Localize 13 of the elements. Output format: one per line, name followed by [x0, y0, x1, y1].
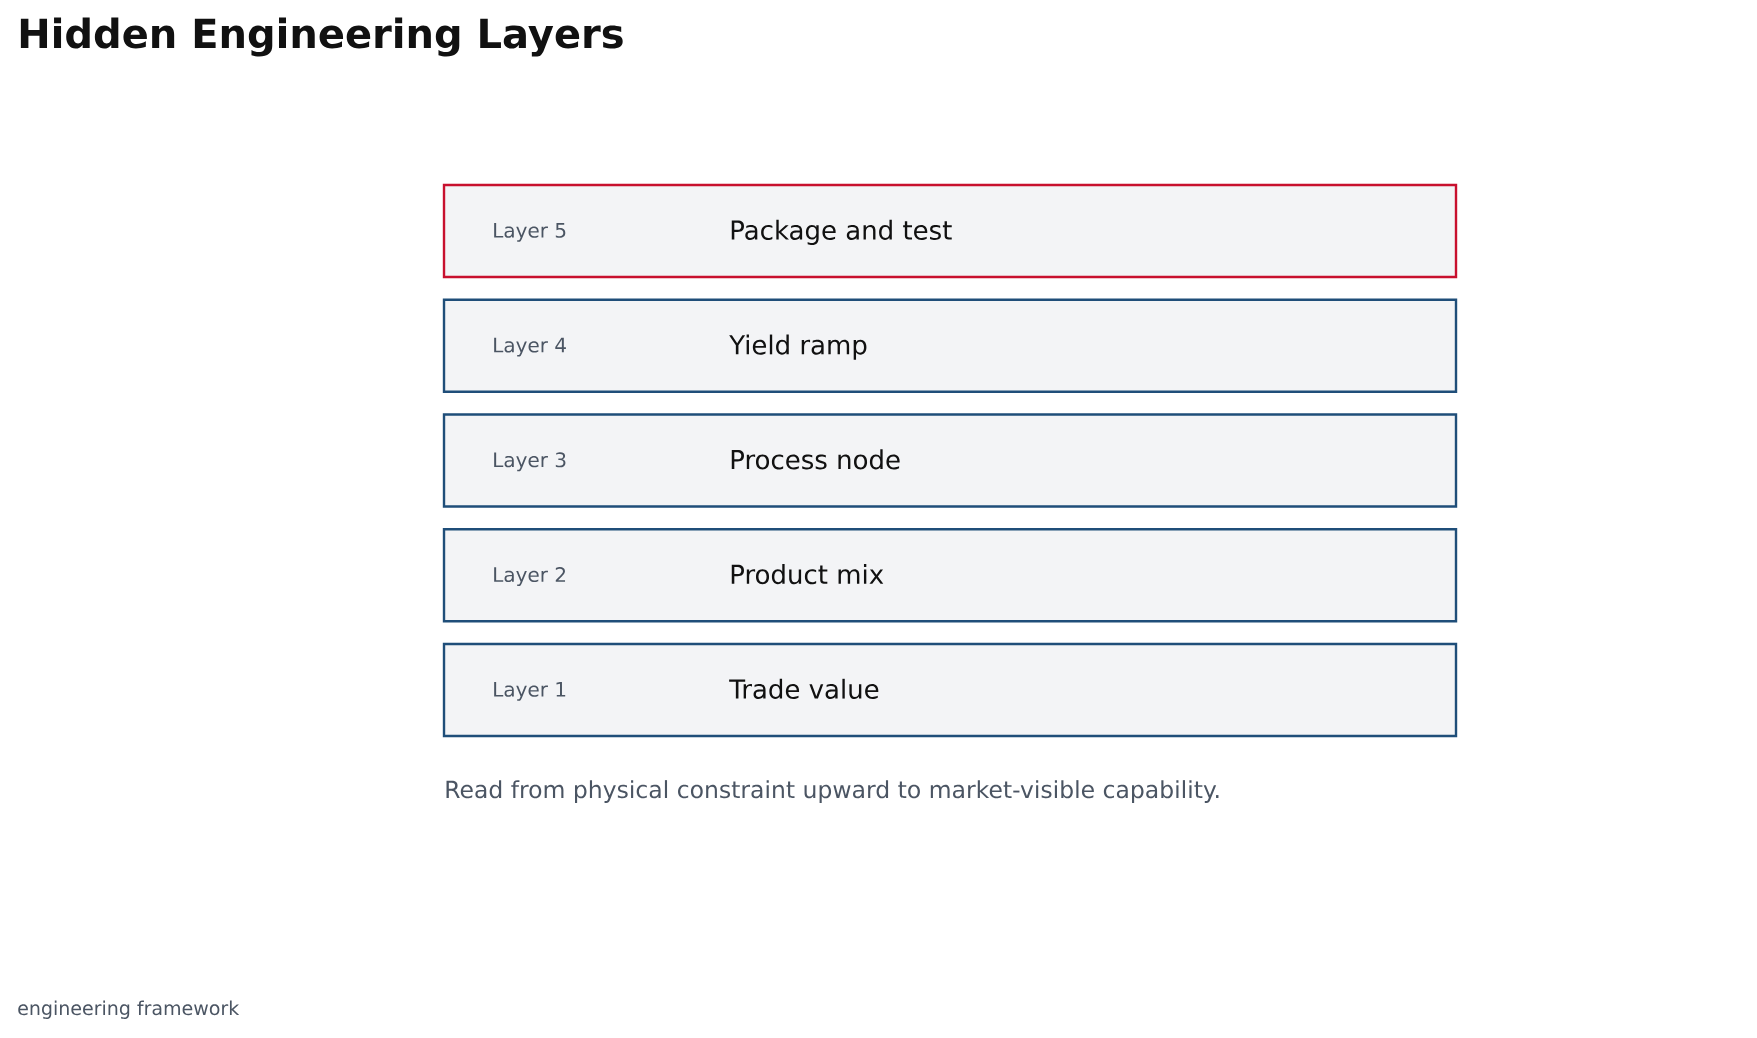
layer-label: Layer 1	[494, 682, 566, 701]
layer-label: Layer 2	[494, 567, 566, 586]
layer-label: Layer 3	[494, 452, 566, 472]
layer-label: Layer 5	[494, 223, 566, 242]
layer-name: Package and test	[731, 219, 952, 245]
caption: Read from physical constraint upward to market-visible capability.	[446, 780, 1219, 803]
layer-name: Yield ramp	[729, 334, 867, 360]
title: Hidden Engineering Layers	[20, 17, 623, 57]
layer-name: Product mix	[731, 564, 884, 585]
layer-label: Layer 4	[494, 337, 566, 357]
layer-name: Trade value	[729, 678, 879, 699]
footer-note: engineering framework	[18, 1000, 240, 1019]
layer-name: Process node	[731, 449, 900, 470]
